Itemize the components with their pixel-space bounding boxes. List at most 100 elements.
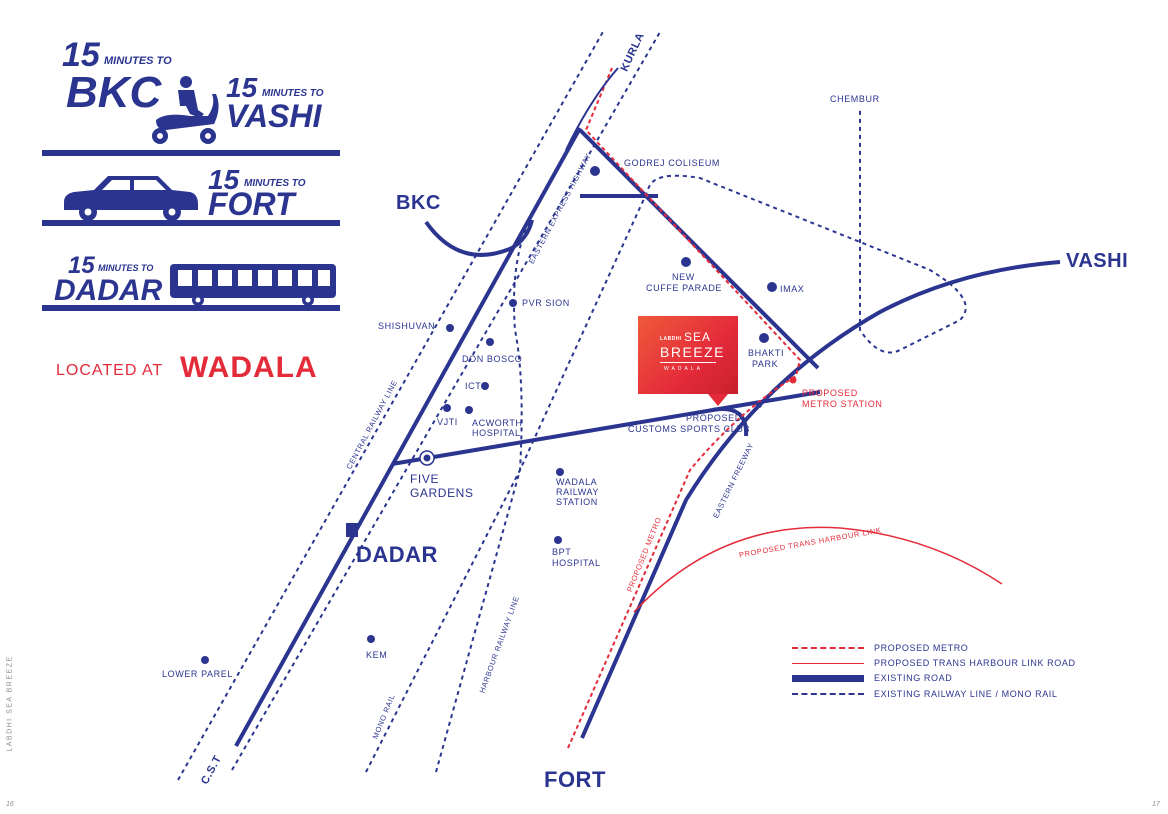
fort-minutes-number: 15 [208,164,240,195]
customs-label-1: PROPOSED [686,413,742,423]
bkc-connector-road [424,219,534,257]
project-name-2: BREEZE [660,344,726,360]
imax-dot [767,282,777,292]
customs-dot [756,402,762,408]
godrej-coliseum-label: GODREJ COLISEUM [624,158,721,168]
dadar-city-label: DADAR [356,542,438,567]
ict-dot [481,382,489,390]
bus-icon [170,264,336,306]
bkc-minutes-number: 15 [62,36,100,74]
scooter-icon [152,76,219,144]
godrej-coliseum-dot [590,166,600,176]
bkc-city-label: BKC [396,192,441,214]
divider-bar-1 [42,150,340,156]
bkc-destination: BKC [66,68,162,117]
customs-label-2: CUSTOMS SPORTS CLUB [628,424,751,434]
bhakti-label-1: BHAKTI [748,348,785,358]
acworth-label-1: ACWORTH [472,418,523,428]
wadala-railway-dot [556,468,564,476]
lower-parel-dot [201,656,209,664]
five-gardens-marker-core [423,454,431,462]
five-gardens-label-1: FIVE [410,472,440,486]
legend-existing-railway: EXISTING RAILWAY LINE / MONO RAIL [792,689,1058,699]
vashi-city-label: VASHI [1066,250,1129,272]
shishuvan-label: SHISHUVAN [378,321,436,331]
bpt-label-2: HOSPITAL [552,558,601,568]
pvr-sion-dot [509,299,517,307]
acworth-dot [465,406,473,414]
project-divider [660,362,716,363]
project-name-1: SEA [684,330,712,344]
project-brand: LABDHI [660,336,682,342]
legend-proposed-metro: PROPOSED METRO [792,643,968,653]
metro-station-label-2: METRO STATION [802,399,883,409]
legend-swatch-road [792,674,864,682]
vjti-dot [443,404,451,412]
legend-label-thl: PROPOSED TRANS HARBOUR LINK ROAD [874,658,1076,668]
shishuvan-dot [446,324,454,332]
wadala-station-label-2: RAILWAY [556,487,600,497]
godrej-to-bhakti-road [578,128,820,370]
legend-swatch-metro [792,647,864,649]
bhakti-label-2: PARK [752,359,779,369]
side-brand-text: LABDHI SEA BREEZE [6,655,14,752]
dadar-minutes-number: 15 [68,252,95,279]
new-cuffe-parade-dot [681,257,691,267]
legend-swatch-thl [792,662,864,664]
project-marker-card[interactable]: LABDHI SEA BREEZE WADALA [638,316,738,394]
divider-bar-2 [42,220,340,226]
vjti-label: VJTI [437,417,458,427]
proposed-metro-station-dot [789,376,797,384]
metro-station-label-1: PROPOSED [802,388,858,398]
legend-existing-road: EXISTING ROAD [792,673,952,683]
promo-pointer [708,394,728,406]
dadar-station-marker [346,523,358,537]
central-railway-line [177,29,605,781]
eastern-freeway-road [580,260,1061,739]
five-gardens-label-2: GARDENS [410,486,474,500]
bpt-label-1: BPT [552,547,572,557]
project-locality: WADALA [664,366,703,372]
vashi-destination: VASHI [226,98,322,134]
bhakti-park-dot [759,333,769,343]
five-gardens-road [391,390,821,466]
eastern-express-highway-road [234,127,582,747]
kurla-arc [565,67,619,151]
located-at-prefix: LOCATED AT [56,362,164,379]
kem-label: KEM [366,650,388,660]
chembur-label: CHEMBUR [830,94,880,104]
legend-swatch-railway [792,693,864,695]
kem-dot [367,635,375,643]
dadar-minutes-unit: MINUTES TO [98,263,154,273]
divider-bar-3 [42,305,340,311]
bpt-hospital-dot [554,536,562,544]
imax-label: IMAX [780,284,805,294]
legend-label-road: EXISTING ROAD [874,673,953,683]
wadala-station-label-3: STATION [556,497,598,507]
new-cuffe-label-1: NEW [672,272,695,282]
fort-destination: FORT [208,186,295,222]
page-number-right: 17 [1152,801,1160,808]
mono-rail-line [365,110,967,773]
car-icon [64,176,198,221]
trans-harbour-link [633,526,1003,613]
vashi-minutes-unit: MINUTES TO [262,88,324,99]
legend-label-railway: EXISTING RAILWAY LINE / MONO RAIL [874,689,1058,699]
legend-label-metro: PROPOSED METRO [874,643,969,653]
customs-spur-road [711,407,749,437]
dadar-destination: DADAR [54,274,163,307]
located-at-place: WADALA [180,351,318,384]
bkc-minutes-unit: MINUTES TO [104,55,172,67]
legend-trans-harbour: PROPOSED TRANS HARBOUR LINK ROAD [792,658,1076,668]
fort-minutes-unit: MINUTES TO [244,178,306,189]
pvr-sion-label: PVR SION [522,298,570,308]
ict-label: ICT [465,381,482,391]
page-number-left: 16 [6,801,14,808]
new-cuffe-label-2: CUFFE PARADE [646,283,723,293]
central-railway-line-2 [231,31,661,771]
wadala-station-label-1: WADALA [556,477,598,487]
acworth-label-2: HOSPITAL [472,428,521,438]
fort-city-label: FORT [544,767,606,792]
don-bosco-label: DON BOSCO [462,354,523,364]
